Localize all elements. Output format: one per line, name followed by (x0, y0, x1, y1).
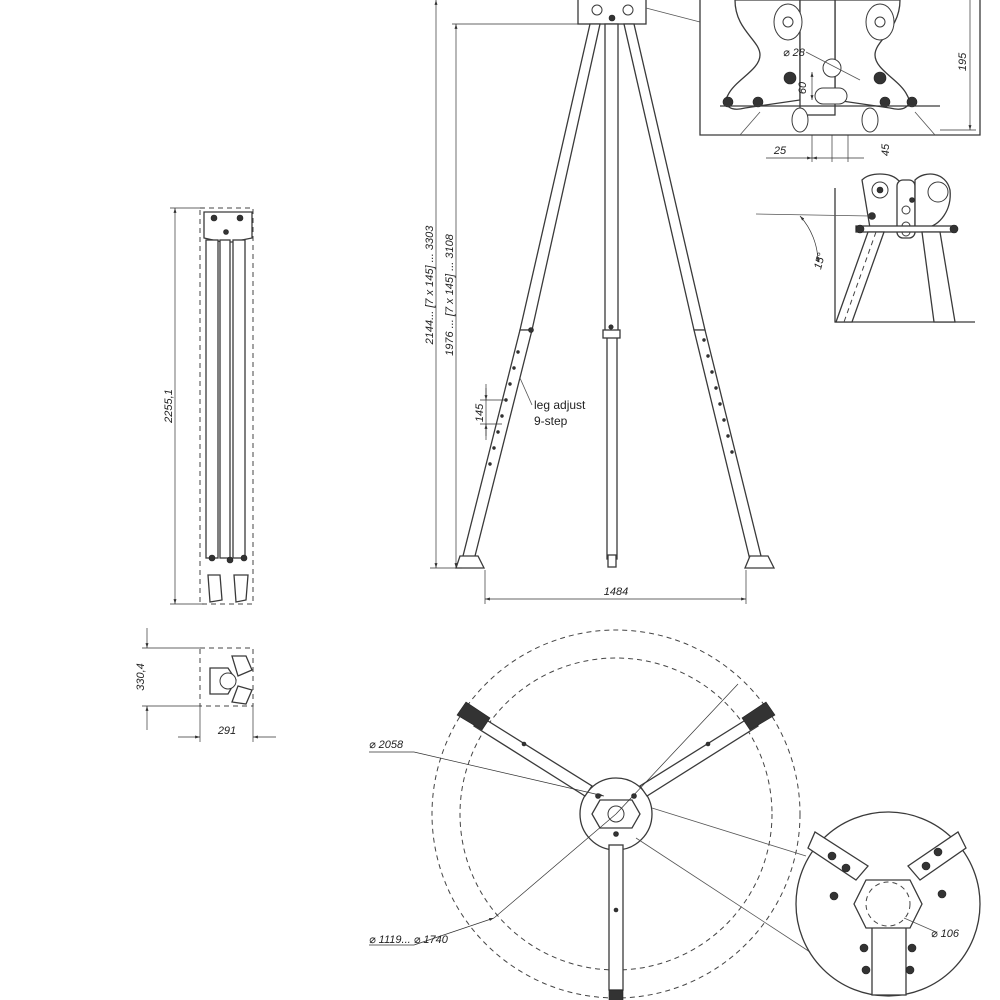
hub-dia-label: ⌀ 106 (931, 928, 960, 940)
folded-view: 2255,1 (163, 207, 254, 605)
height-label: 195 (957, 52, 969, 71)
range-dia-label: ⌀ 1119... ⌀ 1740 (369, 934, 449, 946)
detail-hub: ⌀ 106 (795, 811, 981, 997)
top-view: ⌀ 2058 ⌀ 1119... ⌀ 1740 (369, 629, 811, 1000)
step-label: 145 (474, 403, 486, 422)
folded-depth-label: 330,4 (135, 663, 147, 691)
height-inner-label: 1976 ... [7 x 145] ... 3108 (444, 233, 456, 356)
base-width-label: 1484 (604, 586, 628, 598)
note-leg-adjust: leg adjust (534, 398, 586, 412)
leg-adjust-holes (488, 324, 734, 466)
hole-dia-label: ⌀ 28 (783, 47, 806, 59)
detail-head: ⌀ 28 60 195 25 45 (699, 0, 981, 162)
angle-label: 15° (812, 251, 828, 271)
folded-length-label: 2255,1 (163, 389, 175, 424)
folded-width-label: 291 (217, 725, 236, 737)
note-steps: 9-step (534, 414, 568, 428)
front-view: 2144... [7 x 145] ... 3303 1976 ... [7 x… (424, 0, 776, 604)
detail-angle: 15° (755, 173, 975, 323)
offset-vertical-label: 60 (797, 81, 809, 94)
offset-left-label: 25 (773, 145, 787, 157)
height-outer-label: 2144... [7 x 145] ... 3303 (424, 225, 436, 346)
offset-right-label: 45 (880, 143, 892, 156)
folded-top-view: 330,4 291 (135, 628, 276, 742)
outer-dia-label: ⌀ 2058 (369, 739, 404, 751)
